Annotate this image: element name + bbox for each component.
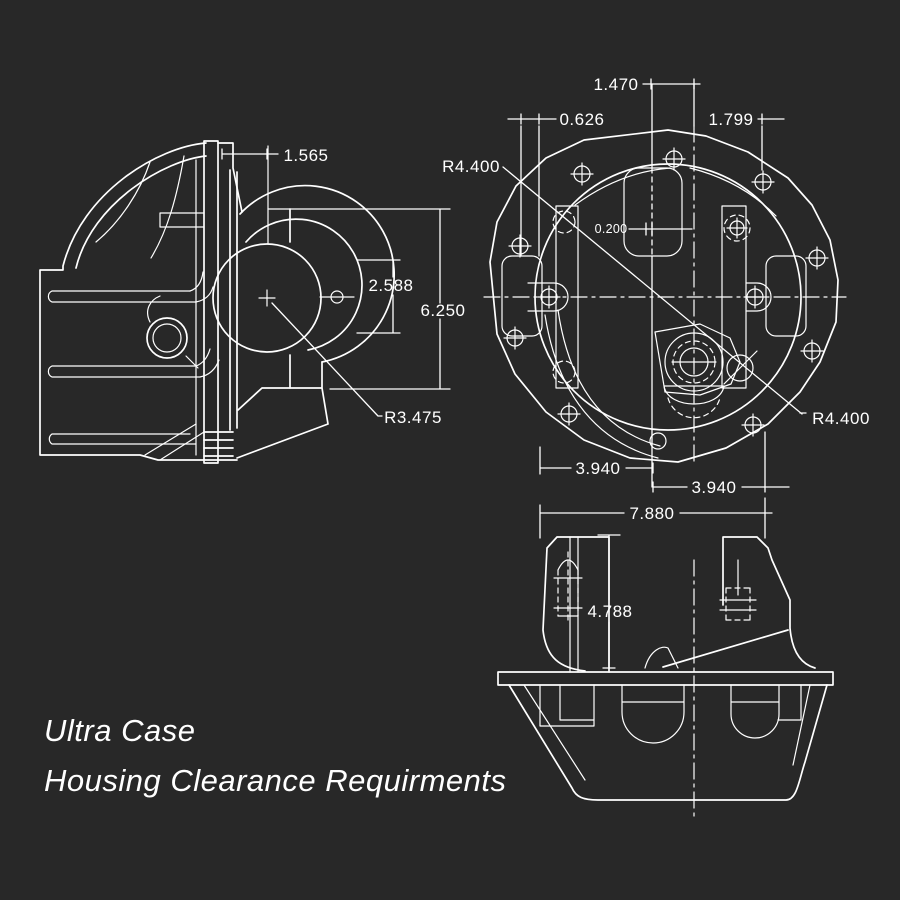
dim-overall-height: 6.250 bbox=[420, 301, 465, 320]
dim-bell-radius: R3.475 bbox=[384, 408, 442, 427]
drawing-title-line1: Ultra Case bbox=[44, 713, 195, 748]
radius-leader-bell bbox=[271, 302, 383, 417]
radius-leader-clearance bbox=[502, 166, 807, 415]
side-view-ribs bbox=[47, 155, 220, 461]
drawing-title-line2: Housing Clearance Requirments bbox=[44, 763, 507, 798]
dim-flange-offset: 1.565 bbox=[283, 146, 328, 165]
drain-plug bbox=[146, 295, 199, 369]
dim-rib-width: 0.626 bbox=[559, 110, 604, 129]
dim-right-half-width: 3.940 bbox=[691, 478, 736, 497]
dim-pinion-offset: 1.470 bbox=[593, 75, 638, 94]
dim-left-half-width: 3.940 bbox=[575, 459, 620, 478]
bottom-view-posts bbox=[542, 536, 816, 673]
front-view: 1.470 0.626 1.799 R4.400 R4.400 0.200 3.… bbox=[442, 75, 870, 497]
bottom-view: 7.880 4.788 bbox=[497, 497, 834, 819]
bottom-view-outline bbox=[497, 671, 834, 801]
bolt-hole-marker bbox=[503, 147, 829, 437]
bearing-bore bbox=[212, 145, 355, 353]
bottom-view-dimensions: 7.880 4.788 bbox=[539, 497, 773, 669]
dim-overall-width: 7.880 bbox=[629, 504, 674, 523]
dim-housing-height: 4.788 bbox=[587, 602, 632, 621]
side-view-dimensions: 1.565 6.250 2.588 R3.475 bbox=[221, 146, 465, 427]
dim-boss-offset: 1.799 bbox=[708, 110, 753, 129]
side-view: 1.565 6.250 2.588 R3.475 bbox=[39, 140, 465, 464]
dim-bore-height: 2.588 bbox=[368, 276, 413, 295]
bolt-hole-pattern bbox=[503, 147, 829, 437]
dim-radius-lower: R4.400 bbox=[812, 409, 870, 428]
front-view-dimensions: 1.470 0.626 1.799 R4.400 R4.400 0.200 3.… bbox=[442, 75, 870, 497]
front-view-centerlines bbox=[483, 83, 847, 488]
dim-radius-upper: R4.400 bbox=[442, 157, 500, 176]
plug-circle bbox=[726, 354, 754, 382]
bottom-drain-hole bbox=[649, 432, 667, 450]
dim-slot-offset: 0.200 bbox=[595, 222, 628, 236]
side-view-outline bbox=[39, 140, 396, 464]
title-block: Ultra Case Housing Clearance Requirments bbox=[44, 713, 507, 798]
